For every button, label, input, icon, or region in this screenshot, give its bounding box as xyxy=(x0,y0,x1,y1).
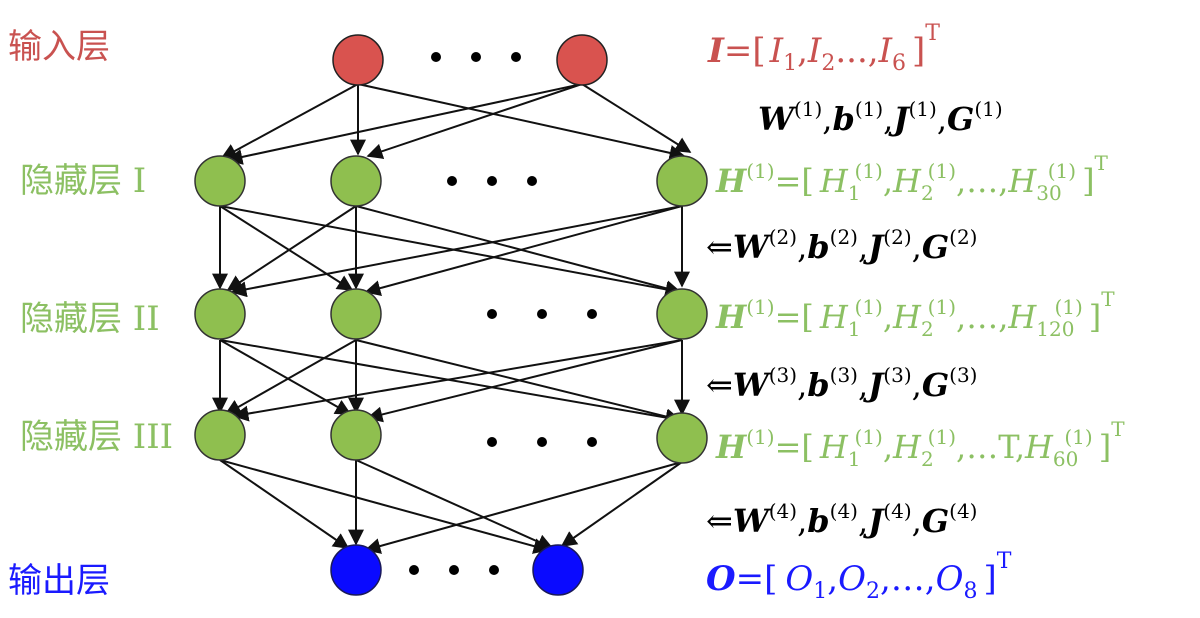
layer-label-input: 输入层 xyxy=(8,27,110,67)
edge xyxy=(219,205,354,291)
hidden-1-vector-formula: H(1)=[H1(1),H2(1),…,H30(1)]T xyxy=(715,151,1109,205)
ellipsis-dot xyxy=(449,565,459,575)
input-layer-nodes xyxy=(332,34,608,86)
edge xyxy=(366,339,683,423)
hidden-node xyxy=(194,288,246,340)
edge xyxy=(226,205,357,291)
ellipsis-dot xyxy=(511,52,521,62)
hidden-layer-2-nodes xyxy=(194,288,708,340)
params-formula-4: ⇐W(4),b(4),J(4),G(4) xyxy=(706,499,977,540)
edge xyxy=(366,83,583,159)
params-formula-3: ⇐W(3),b(3),J(3),G(3) xyxy=(706,363,977,404)
input-vector-formula: I=[I1,I2...,I6]T xyxy=(707,21,940,76)
edge xyxy=(560,461,683,547)
edge xyxy=(364,205,683,296)
layer-label-hidden-1: 隐藏层 I xyxy=(20,161,146,201)
hidden-node xyxy=(330,155,382,207)
ellipsis-dot xyxy=(587,437,597,447)
edge xyxy=(357,83,686,161)
output-node xyxy=(532,544,584,596)
edge xyxy=(230,205,683,298)
hidden-layer-1-nodes xyxy=(194,155,708,207)
edges xyxy=(212,83,692,554)
hidden-node xyxy=(194,409,246,461)
edge xyxy=(219,459,350,549)
params-formula-1: W(1),b(1),J(1),G(1) xyxy=(758,97,1003,138)
hidden-node xyxy=(656,288,708,340)
params-formula-2: ⇐W(2),b(2),J(2),G(2) xyxy=(706,225,977,266)
ellipsis-dot xyxy=(447,176,457,186)
edge xyxy=(220,83,359,159)
edge xyxy=(219,205,682,298)
edge xyxy=(581,83,692,153)
input-node xyxy=(556,34,608,86)
edge xyxy=(355,459,554,550)
layer-label-hidden-3: 隐藏层 III xyxy=(20,417,173,457)
hidden-node xyxy=(330,288,382,340)
edge xyxy=(224,339,357,415)
edge xyxy=(232,339,683,422)
ellipsis-dots xyxy=(409,52,597,575)
ellipsis-dot xyxy=(527,176,537,186)
ellipsis-dot xyxy=(537,437,547,447)
ellipsis-dot xyxy=(471,52,481,62)
edge xyxy=(219,339,352,415)
ellipsis-dot xyxy=(587,309,597,319)
hidden-layer-3-nodes xyxy=(194,409,708,464)
hidden-node xyxy=(656,412,708,464)
ellipsis-dot xyxy=(487,309,497,319)
ellipsis-dot xyxy=(487,437,497,447)
hidden-3-vector-formula: H(1)=[H1(1),H2(1),…T,H60(1)]T xyxy=(715,417,1125,471)
ellipsis-dot xyxy=(537,309,547,319)
layer-label-output: 输出层 xyxy=(8,561,110,601)
output-node xyxy=(330,544,382,596)
hidden-node xyxy=(656,155,708,207)
edge xyxy=(226,83,583,165)
output-layer-nodes xyxy=(330,544,584,596)
edge xyxy=(364,461,683,554)
hidden-2-vector-formula: H(1)=[H1(1),H2(1),…,H120(1)]T xyxy=(715,287,1115,341)
ellipsis-dot xyxy=(431,52,441,62)
edge xyxy=(219,459,550,554)
layer-label-hidden-2: 隐藏层 II xyxy=(20,299,160,339)
hidden-node xyxy=(194,155,246,207)
edge xyxy=(355,205,682,297)
ellipsis-dot xyxy=(409,565,419,575)
output-vector-formula: O=[O1,O2,…,O8]T xyxy=(706,549,1012,604)
ellipsis-dot xyxy=(487,176,497,186)
input-node xyxy=(332,34,384,86)
ellipsis-dot xyxy=(489,565,499,575)
hidden-node xyxy=(330,409,382,461)
